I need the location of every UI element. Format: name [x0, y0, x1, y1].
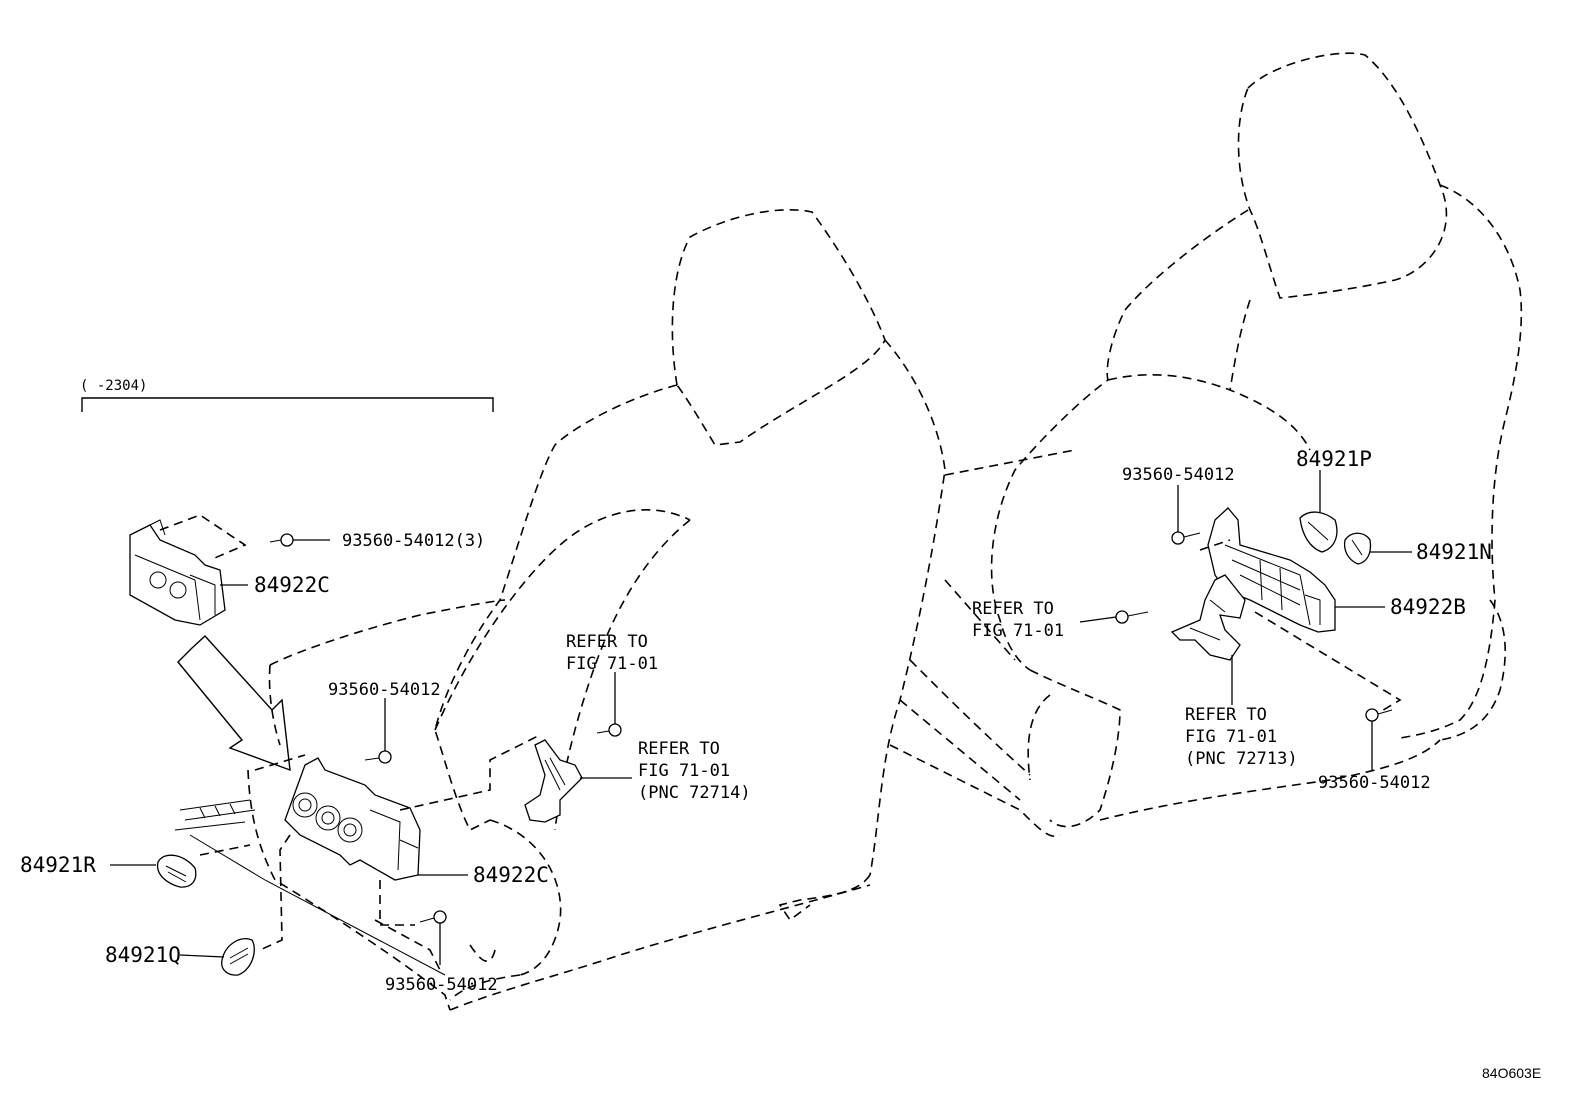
- right-bolt-lower: [1254, 611, 1402, 770]
- knob-84921q: [221, 938, 255, 976]
- label-knob-r: 84921R: [20, 853, 96, 877]
- date-range-bracket: ( -2304): [80, 378, 494, 412]
- label-bolt-upper-main: 93560-54012: [328, 680, 441, 700]
- detail-arrow: [177, 635, 291, 772]
- date-range-label: ( -2304): [80, 378, 147, 394]
- bolt-upper-main: [364, 698, 392, 764]
- bracket-72713: [1170, 574, 1246, 705]
- label-switch-b: 84922B: [1390, 595, 1466, 619]
- bolt-upper-detail: [269, 533, 330, 547]
- refer-upper-line1: REFER TO: [566, 632, 648, 652]
- label-knob-q: 84921Q: [105, 943, 181, 967]
- label-switch-detail: 84922C: [254, 573, 330, 597]
- label-right-bolt-lower: 93560-54012: [1318, 773, 1431, 793]
- label-switch-main: 84922C: [473, 863, 549, 887]
- refer-upper-bolt: [596, 672, 622, 737]
- left-seat-outline: [247, 209, 1076, 1011]
- knob-84921r: [156, 854, 197, 888]
- knob-84921p: [1299, 470, 1338, 553]
- refer-right-lower-line3: (PNC 72713): [1185, 749, 1298, 769]
- refer-right-lower-line2: FIG 71-01: [1185, 727, 1277, 747]
- refer-right-lower-line1: REFER TO: [1185, 705, 1267, 725]
- knob-84921n: [1343, 532, 1372, 565]
- refer-right-left-line1: REFER TO: [972, 599, 1054, 619]
- right-seat-outline: [944, 52, 1523, 828]
- refer-lower-left-line1: REFER TO: [638, 739, 720, 759]
- label-knob-p: 84921P: [1296, 447, 1372, 471]
- bracket-72714: [524, 739, 632, 823]
- refer-lower-left-line3: (PNC 72714): [638, 783, 751, 803]
- refer-lower-left-line2: FIG 71-01: [638, 761, 730, 781]
- figure-code: 84O603E: [1482, 1065, 1541, 1081]
- switch-main-84922c: [199, 734, 541, 951]
- refer-right-left-line2: FIG 71-01: [972, 621, 1064, 641]
- bolt-lower-main: [419, 910, 447, 965]
- left-seat-rails: [174, 799, 446, 976]
- label-knob-n: 84921N: [1416, 540, 1492, 564]
- right-refer-bolt: [1079, 610, 1149, 624]
- refer-upper-line2: FIG 71-01: [566, 654, 658, 674]
- switch-detail-84922c: [129, 514, 247, 626]
- leader-knob-q: [179, 954, 225, 958]
- label-right-bolt-upper: 93560-54012: [1122, 465, 1235, 485]
- label-bolt-lower-main: 93560-54012: [385, 975, 498, 995]
- right-bolt-upper: [1171, 485, 1201, 545]
- label-bolt-upper-detail: 93560-54012(3): [342, 531, 485, 551]
